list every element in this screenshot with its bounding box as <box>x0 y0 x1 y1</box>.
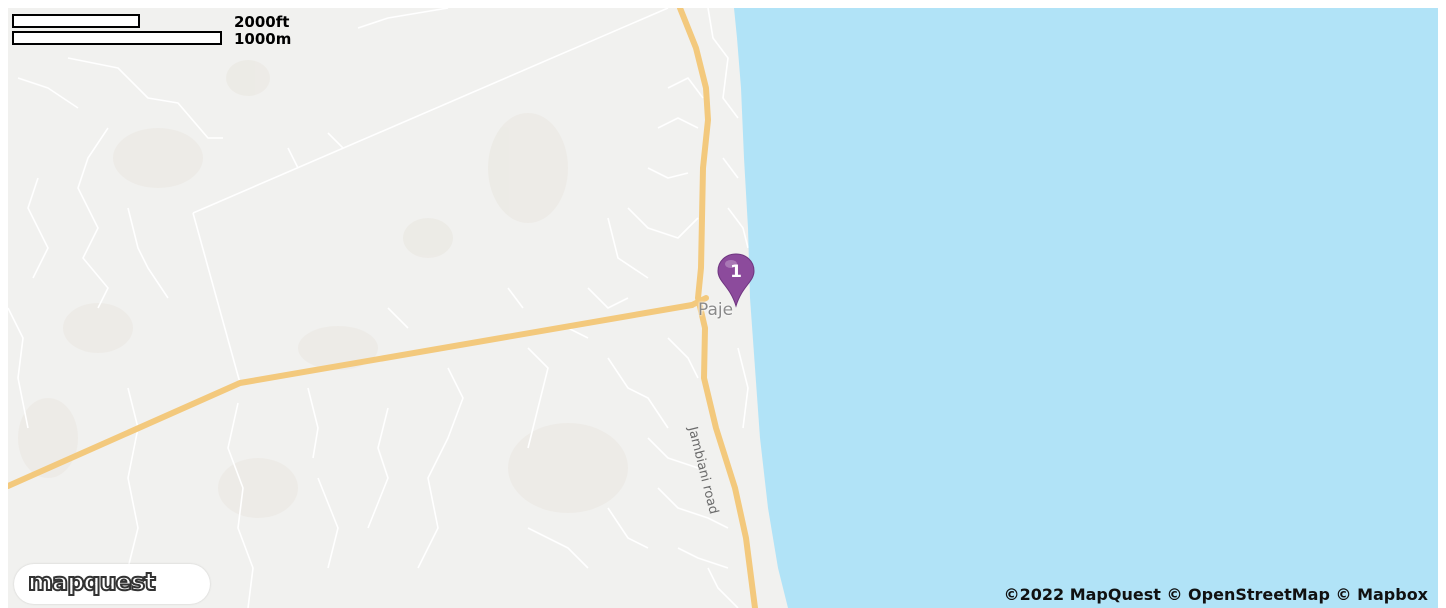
attribution-text[interactable]: ©2022 MapQuest © OpenStreetMap © Mapbox <box>1003 585 1428 604</box>
scale-label-imperial: 2000ft <box>234 13 290 31</box>
map-pin-icon: 1 <box>717 253 755 308</box>
roads <box>8 8 758 608</box>
marker-number: 1 <box>730 262 742 282</box>
land-shading <box>18 60 628 518</box>
map-layer <box>8 8 1438 608</box>
road-coastal <box>677 8 758 608</box>
road-junction <box>689 295 709 308</box>
map-canvas[interactable]: 2000ft 1000m Paje Jambiani road 1 mapque… <box>8 8 1438 608</box>
scale-bar-imperial <box>12 14 140 28</box>
logo-text: mapquest <box>27 567 157 597</box>
mapquest-logo[interactable]: mapquest <box>14 564 210 604</box>
scale-bar-metric <box>12 31 222 45</box>
location-marker[interactable]: 1 <box>716 252 756 308</box>
footpaths <box>8 8 749 608</box>
town-label: Paje <box>698 300 734 320</box>
ocean <box>734 8 1438 608</box>
road-west <box>8 302 695 489</box>
scale-label-metric: 1000m <box>234 30 292 48</box>
